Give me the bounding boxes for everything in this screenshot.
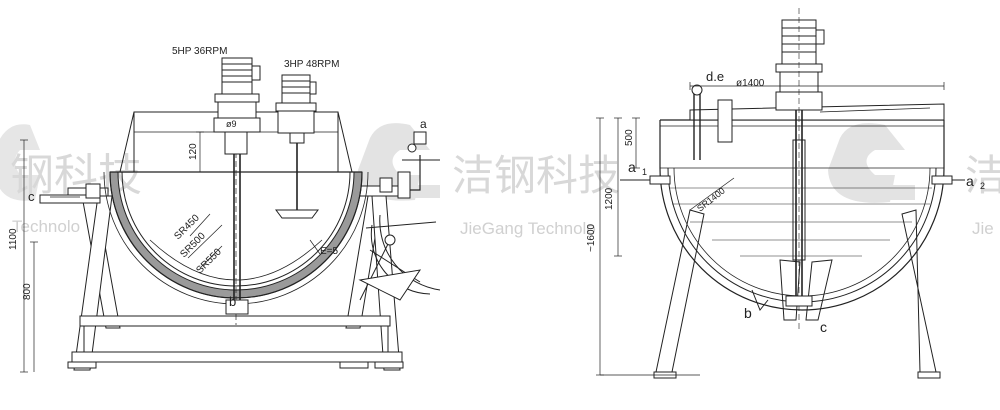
right-view: d.e ø1400 500 1200 ~1600 SR1400 a 1 a 2 … [586, 8, 985, 379]
watermark-brand-en-right: Jie [972, 219, 994, 238]
watermark-brand-cn-right: 洁 [965, 151, 1000, 200]
right-motor [775, 19, 825, 111]
discharge-valve [225, 299, 249, 315]
dimension-lines [20, 131, 321, 373]
outlet-c [785, 295, 813, 307]
dim-phi-label: ø9 [226, 119, 237, 129]
watermark-logo-right [828, 123, 915, 203]
label-de: d.e [706, 69, 724, 84]
dim-phi1400-label: ø1400 [736, 78, 765, 89]
label-a2-sub: 2 [980, 181, 985, 191]
kettle-bowl-outer [659, 120, 945, 311]
label-c-right: c [820, 319, 827, 335]
dim-1200-label: 1200 [604, 187, 615, 210]
dim-1100-label: 1100 [8, 228, 19, 250]
dim-500-label: 500 [624, 129, 635, 146]
shaft-sleeve [792, 139, 806, 261]
label-b-right: b [744, 305, 752, 321]
inlet-c-flange [85, 183, 101, 199]
sr1400-label: SR1400 [695, 186, 727, 214]
left-trunnion [39, 194, 101, 204]
feed-pipe [691, 84, 733, 160]
watermark-brand-cn-center: 洁钢科技 [452, 151, 620, 200]
kettle-lid [689, 103, 945, 121]
outlet-b [751, 289, 769, 311]
label-a2: a [966, 173, 974, 189]
watermark-brand-en-left: Technolo [12, 217, 80, 236]
motor-2-label: 3HP 48RPM [284, 59, 339, 70]
watermark-logo-left [0, 124, 40, 201]
dim-1600-label: ~1600 [586, 223, 597, 252]
right-dimension-lines [596, 82, 945, 376]
sr550-label: SR550 [194, 246, 224, 276]
dim-800-label: 800 [22, 283, 33, 300]
watermark-layer: 钢科技 Technolo 洁钢科技 JieGang Technolo 洁 Jie [0, 123, 1000, 238]
motor-1 [213, 57, 261, 155]
pipe-a1 [649, 175, 671, 185]
right-legs [653, 209, 941, 379]
tilt-gear-quadrant [358, 214, 441, 301]
watermark-brand-en-center: JieGang Technolo [460, 219, 596, 238]
scraper-frame [149, 239, 323, 281]
dim-120-label: 120 [188, 143, 199, 160]
motor-1-label: 5HP 36RPM [172, 46, 227, 57]
impeller [275, 209, 319, 219]
label-b: b [229, 294, 236, 309]
label-a1-sub: 1 [642, 167, 647, 177]
steam-inlet-fitting [379, 131, 440, 199]
label-c: c [28, 189, 35, 204]
motor-2 [275, 74, 317, 144]
label-a: a [420, 117, 427, 131]
pipe-a2 [931, 175, 953, 185]
e5-label: E=5 [320, 246, 339, 257]
left-view: 5HP 36RPM 3HP 48RPM 120 ø9 1100 800 SR45… [8, 46, 441, 373]
label-a1: a [628, 159, 636, 175]
